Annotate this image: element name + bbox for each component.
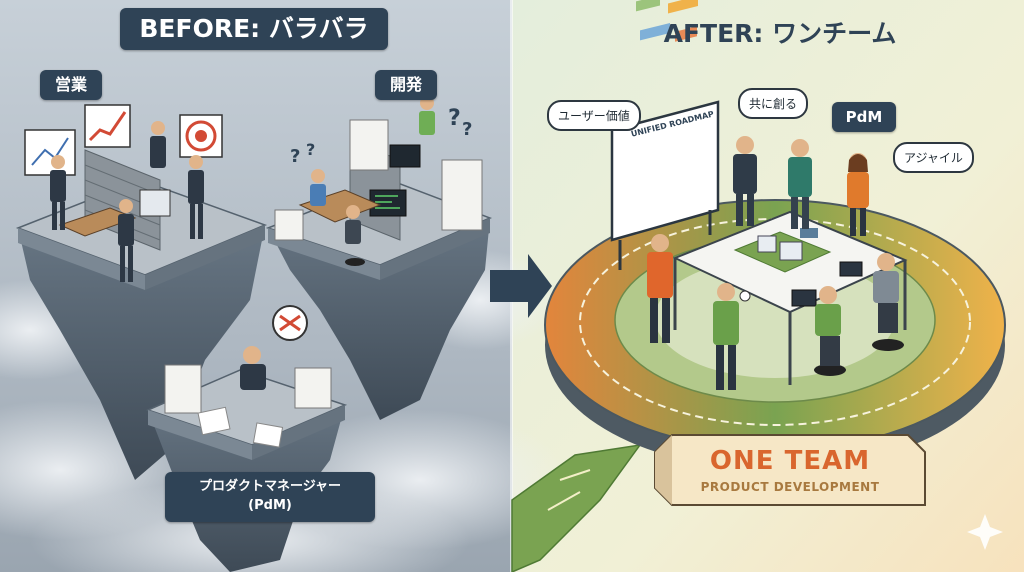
svg-text:?: ? — [462, 119, 472, 140]
pdm-label-line1: プロダクトマネージャー — [198, 479, 342, 494]
pdm-label-line2: (PdM) — [248, 498, 292, 513]
pdm-label: プロダクトマネージャー (PdM) — [165, 472, 375, 522]
before-title: BEFORE: バラバラ — [120, 8, 388, 50]
banner-title: ONE TEAM — [709, 446, 871, 476]
team-table — [672, 210, 908, 385]
bubble-user-value: ユーザー価値 — [547, 100, 641, 131]
pdm-tag: PdM — [832, 102, 896, 132]
pdm-island — [145, 346, 348, 572]
sales-label: 営業 — [40, 70, 102, 100]
svg-text:?: ? — [306, 140, 315, 159]
one-team-banner — [654, 434, 926, 506]
team-members — [647, 136, 904, 390]
dev-label: 開発 — [375, 70, 437, 100]
bubble-agile: アジャイル — [893, 142, 974, 173]
after-title: AFTER: ワンチーム — [663, 19, 897, 48]
broken-link-icon — [272, 305, 308, 341]
banner-subtitle: PRODUCT DEVELOPMENT — [700, 480, 880, 494]
svg-text:?: ? — [290, 146, 300, 167]
bubble-co-create: 共に創る — [738, 88, 809, 119]
dev-island — [265, 96, 493, 420]
question-marks: ? ? ? ? — [290, 106, 472, 167]
arrow-right-icon — [490, 254, 552, 318]
unified-roadmap-board — [610, 0, 720, 270]
sales-island — [15, 104, 268, 480]
svg-text:?: ? — [448, 106, 461, 131]
sparkle-icon — [967, 514, 1003, 550]
